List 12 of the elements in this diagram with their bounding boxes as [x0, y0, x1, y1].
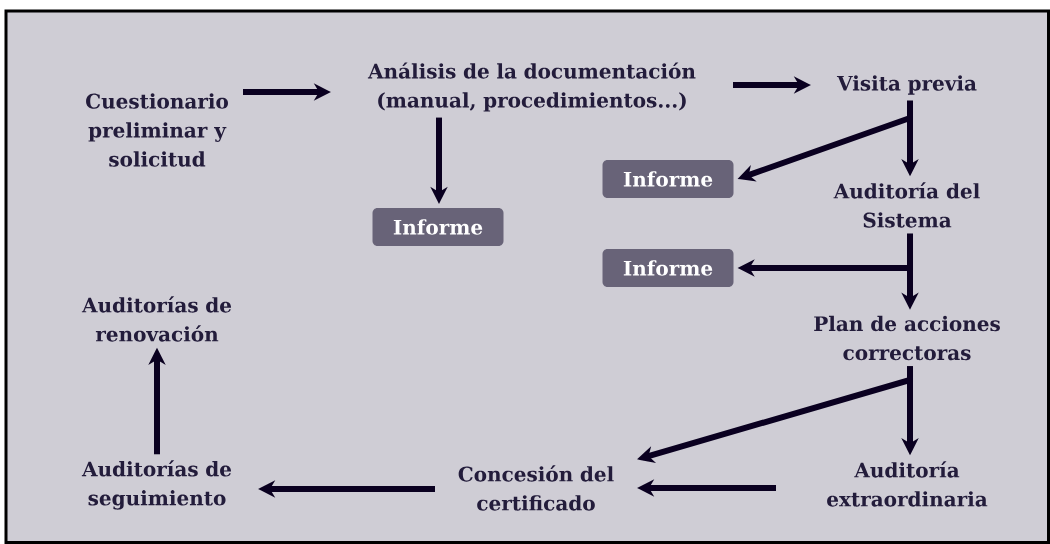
- step-label: Auditoría del Sistema: [833, 182, 980, 228]
- step-label: Auditoría extraordinaria: [827, 461, 988, 507]
- report-box: Informe: [602, 249, 734, 287]
- report-box: Informe: [372, 208, 504, 246]
- report-box: Informe: [602, 160, 734, 198]
- step-label: Plan de acciones correctoras: [814, 315, 1000, 361]
- step-label: Análisis de la documentación (manual, procedimientos...): [367, 62, 696, 112]
- step-label: Auditorías de seguimiento: [81, 460, 232, 510]
- step-label: Auditorías de renovación: [81, 296, 232, 342]
- step-label: Cuestionario preliminar y solicitud: [86, 93, 228, 167]
- step-label: Concesión del certificado: [458, 465, 614, 511]
- step-label: Visita previa: [836, 75, 977, 95]
